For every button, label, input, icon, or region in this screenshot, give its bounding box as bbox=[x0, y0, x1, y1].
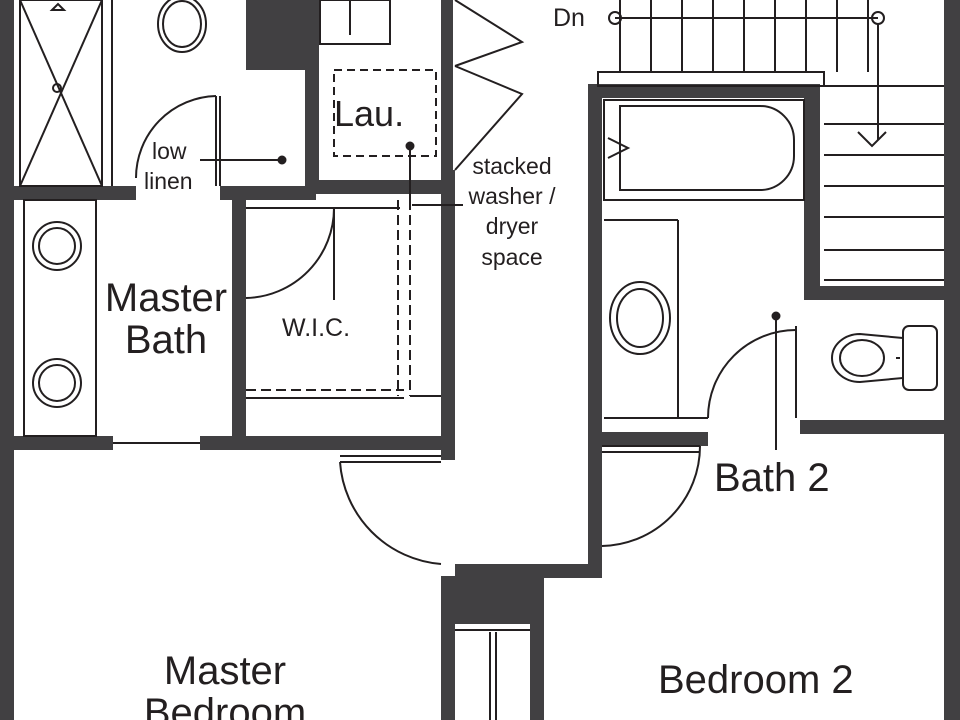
laundry-left-wall bbox=[305, 0, 319, 186]
master-bath-bottom-wall-right bbox=[200, 436, 246, 450]
stacked-washer-label-4: space bbox=[481, 244, 543, 270]
stairs bbox=[597, 0, 944, 281]
bath2-mid-wall bbox=[804, 84, 820, 294]
bedroom2-left-wall bbox=[588, 446, 602, 578]
master-bedroom-label-1: Master bbox=[163, 649, 287, 693]
master-bath-label-2: Bath bbox=[124, 318, 208, 362]
master-bath-right-wall bbox=[232, 200, 246, 450]
linen-bottom-wall bbox=[220, 186, 316, 200]
low-linen-label-1: low bbox=[152, 138, 187, 164]
hall-door bbox=[339, 455, 442, 565]
left-outer-wall bbox=[0, 0, 14, 720]
low-linen-door bbox=[135, 95, 287, 186]
closet-right-wall bbox=[530, 576, 544, 720]
vanity-sinks bbox=[23, 199, 200, 444]
laundry-fixtures bbox=[319, 0, 463, 206]
shower bbox=[19, 0, 113, 187]
master-bedroom-label-2: Bedroom bbox=[143, 691, 307, 720]
bedroom2-label: Bedroom 2 bbox=[658, 658, 854, 702]
bath2-bottom-wall-left bbox=[588, 432, 708, 446]
bath2-bottom-wall-right bbox=[800, 420, 956, 434]
laundry-bifold-doors bbox=[454, 0, 525, 171]
wic-bottom-wall bbox=[246, 436, 455, 450]
bath2-door bbox=[707, 311, 797, 450]
low-linen-label-2: linen bbox=[144, 168, 193, 194]
pillar-block bbox=[246, 0, 310, 70]
stacked-washer-label-3: dryer bbox=[485, 213, 539, 239]
master-bath-top-wall bbox=[0, 186, 136, 200]
stacked-washer-label-2: washer / bbox=[468, 183, 556, 209]
closet-left-wall bbox=[441, 576, 455, 720]
wic-label: W.I.C. bbox=[282, 314, 351, 342]
master-bath-label-1: Master bbox=[104, 276, 228, 320]
wic-door-and-shelves bbox=[245, 200, 441, 399]
bath2-top-wall bbox=[588, 84, 816, 98]
bath2-fixtures bbox=[603, 99, 938, 419]
master-toilet bbox=[157, 0, 207, 53]
closet-door bbox=[455, 629, 530, 720]
laundry-bottom-wall bbox=[316, 180, 450, 194]
laundry-right-wall bbox=[441, 0, 453, 186]
master-bath-bottom-wall-left bbox=[0, 436, 113, 450]
hall-bottom-wall bbox=[455, 564, 588, 578]
stairs-down-label: Dn bbox=[553, 4, 585, 32]
closet-pillar bbox=[441, 576, 544, 624]
bath2-left-wall bbox=[588, 84, 602, 446]
wic-right-wall bbox=[441, 170, 455, 460]
right-outer-wall bbox=[944, 0, 960, 720]
laundry-label: Lau. bbox=[334, 93, 405, 134]
bedroom2-door bbox=[601, 445, 701, 547]
stacked-washer-label-1: stacked bbox=[472, 153, 552, 179]
bath2-step-wall bbox=[804, 286, 956, 300]
bath2-label: Bath 2 bbox=[714, 456, 830, 500]
